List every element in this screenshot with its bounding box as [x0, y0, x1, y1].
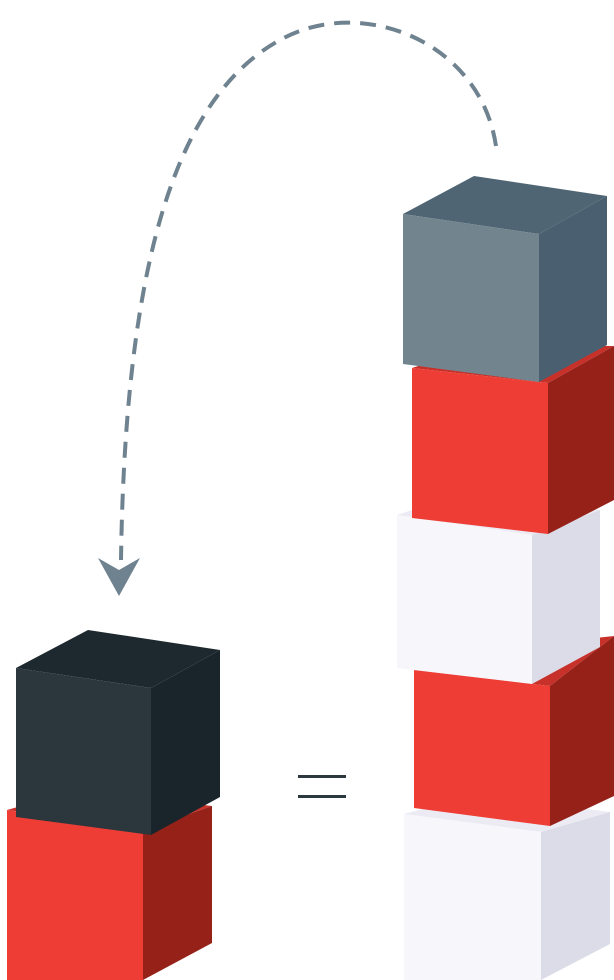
left-stack [7, 630, 220, 980]
move-arrow [98, 20, 498, 596]
block-top-face [16, 630, 220, 688]
block-side-face [548, 346, 614, 534]
right-block-slate-top [403, 176, 607, 382]
block-side-face [550, 636, 614, 826]
right-stack [397, 176, 614, 980]
arrow-head-icon [98, 558, 140, 596]
block-front-face [412, 368, 548, 534]
arrow-dashed-curve [119, 20, 498, 561]
block-front-face [414, 670, 550, 826]
block-top-face [403, 176, 607, 234]
block-side-face [532, 510, 600, 684]
equals-sign [298, 775, 346, 798]
equals-bar-bottom [298, 795, 346, 798]
block-front-face [397, 515, 532, 684]
left-block-charcoal [16, 630, 220, 835]
block-front-face [16, 668, 151, 835]
equals-bar-top [298, 775, 346, 778]
block-side-face [143, 806, 212, 980]
block-side-face [151, 650, 220, 835]
block-front-face [404, 814, 541, 980]
block-front-face [7, 810, 143, 980]
block-side-face [541, 812, 610, 980]
block-front-face [403, 214, 539, 382]
right-block-white-bottom [404, 795, 610, 980]
block-side-face [539, 196, 607, 382]
